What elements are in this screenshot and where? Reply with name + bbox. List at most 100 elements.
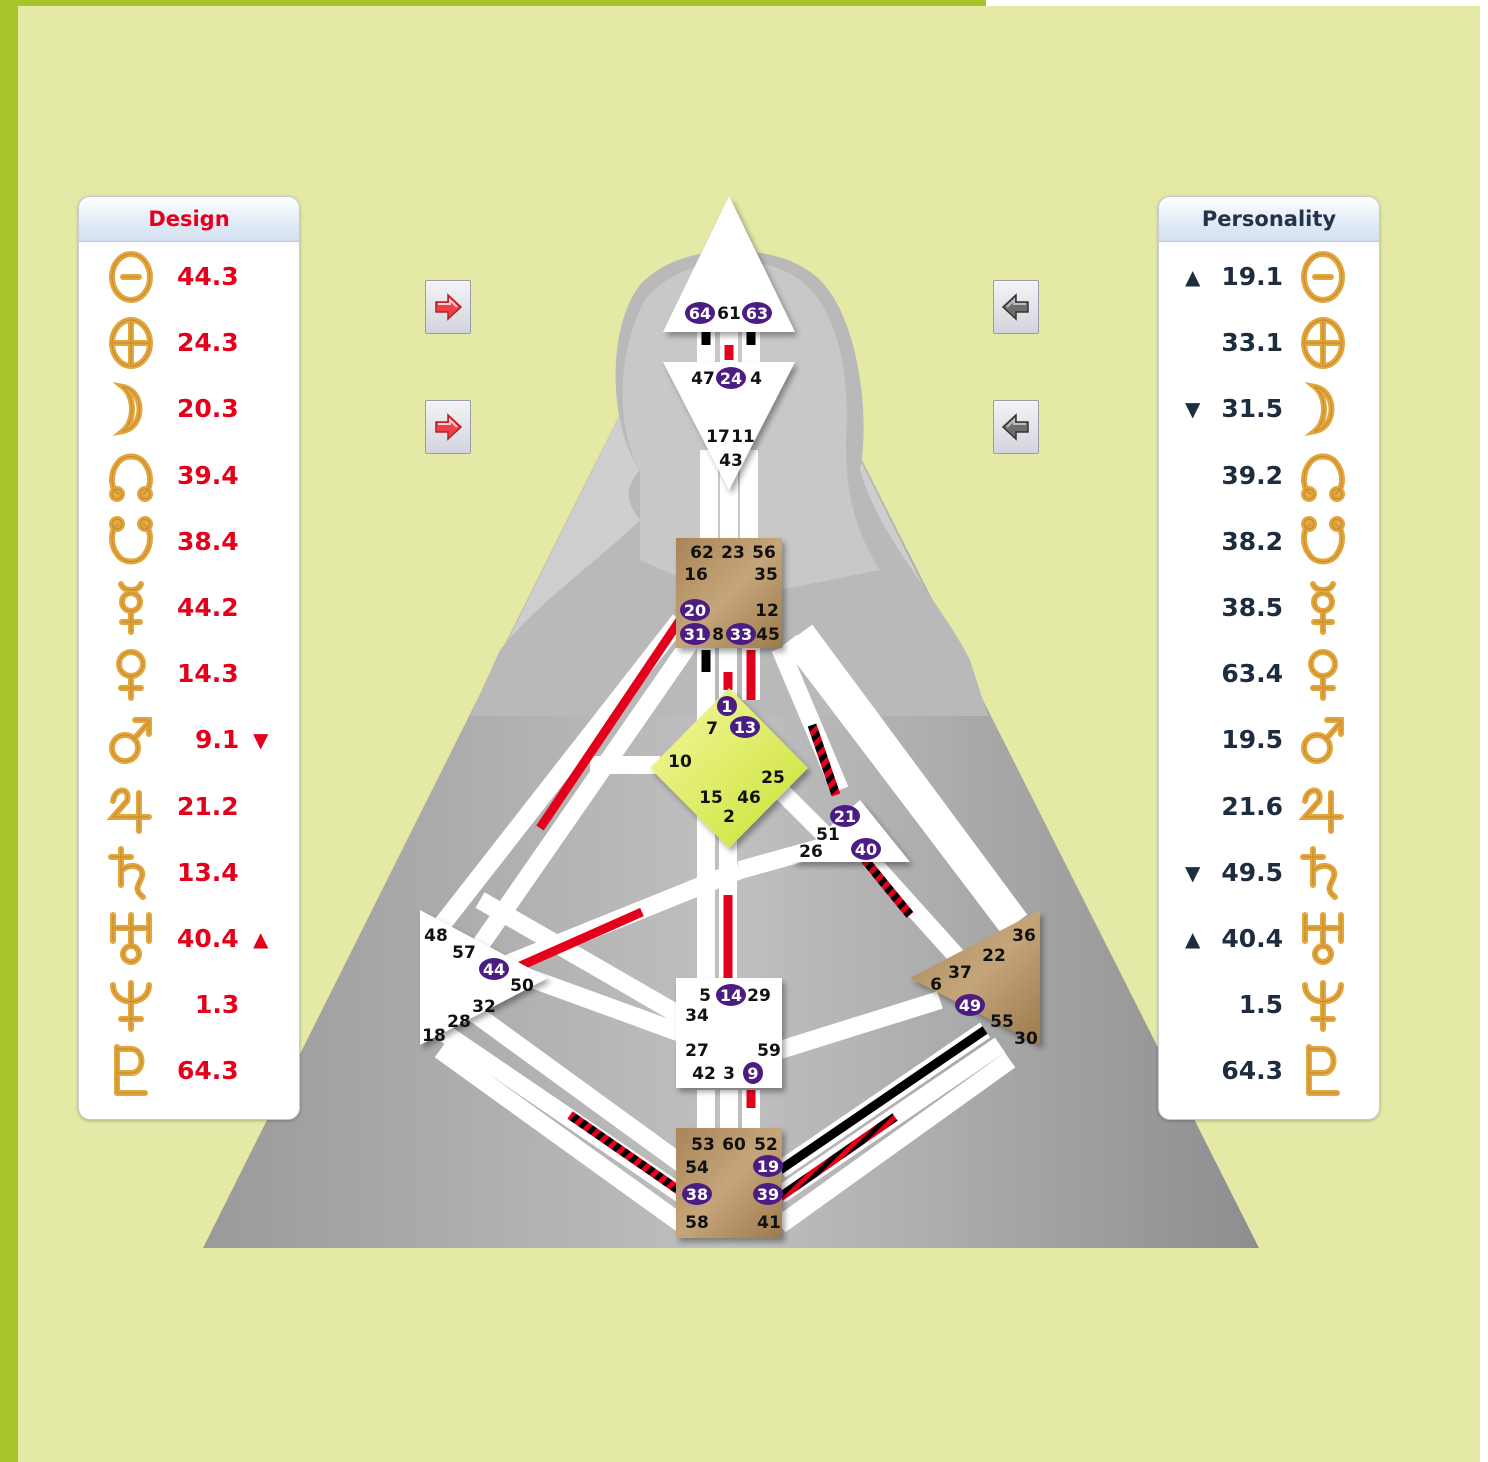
personality-row-mercury: 38.5 xyxy=(1159,580,1379,640)
gate-49: 49 xyxy=(955,994,985,1016)
pluto-icon xyxy=(105,1043,157,1099)
design-row-neptune: 1.3 xyxy=(79,977,299,1037)
gate-57: 57 xyxy=(452,943,476,963)
gate-29: 29 xyxy=(747,986,771,1006)
svg-text:64: 64 xyxy=(689,304,711,323)
personality-row-north-node: 39.2 xyxy=(1159,448,1379,508)
personality-row-jupiter: 21.6 xyxy=(1159,779,1379,839)
design-row-jupiter: 21.2 xyxy=(79,779,299,839)
design-gate-line-value: 21.2 xyxy=(177,792,239,822)
svg-text:63: 63 xyxy=(746,304,768,323)
svg-text:13: 13 xyxy=(734,718,756,737)
sun-icon xyxy=(105,249,157,305)
gate-27: 27 xyxy=(685,1041,709,1061)
design-panel-title: Design xyxy=(79,197,299,242)
personality-row-earth: 33.1 xyxy=(1159,315,1379,375)
mars-icon xyxy=(1297,712,1349,768)
gate-1: 1 xyxy=(717,696,737,716)
gate-16: 16 xyxy=(684,565,708,585)
mercury-icon xyxy=(1297,580,1349,636)
earth-icon xyxy=(105,315,157,371)
gate-53: 53 xyxy=(691,1135,715,1155)
gate-5: 5 xyxy=(699,986,711,1006)
design-row-sun: 44.3 xyxy=(79,249,299,309)
right-arrow-icon xyxy=(432,411,464,443)
svg-text:33: 33 xyxy=(730,625,752,644)
gate-34: 34 xyxy=(685,1006,709,1026)
design-next-button-top[interactable] xyxy=(425,280,471,334)
gate-15: 15 xyxy=(699,788,723,808)
svg-text:19: 19 xyxy=(757,1157,779,1176)
personality-fixing-arrow: ▲ xyxy=(1185,262,1200,292)
jupiter-icon xyxy=(105,779,157,835)
gate-11: 11 xyxy=(731,427,755,447)
gate-25: 25 xyxy=(761,768,785,788)
gate-60: 60 xyxy=(722,1135,746,1155)
personality-panel: Personality 19.1▲33.131.5▼39.238.238.563… xyxy=(1158,196,1380,1120)
design-row-mercury: 44.2 xyxy=(79,580,299,640)
personality-gate-line-value: 19.5 xyxy=(1221,725,1283,755)
svg-text:38: 38 xyxy=(686,1185,708,1204)
svg-text:39: 39 xyxy=(757,1185,779,1204)
design-gate-line-value: 20.3 xyxy=(177,394,239,424)
gate-56: 56 xyxy=(752,543,776,563)
gate-61: 61 xyxy=(717,304,741,324)
design-gate-line-value: 39.4 xyxy=(177,461,239,491)
design-gate-line-value: 40.4 xyxy=(177,924,239,954)
left-arrow-icon xyxy=(1000,411,1032,443)
gate-23: 23 xyxy=(721,543,745,563)
design-row-mars: 9.1▼ xyxy=(79,712,299,772)
gate-47: 47 xyxy=(691,369,715,389)
gate-18: 18 xyxy=(422,1026,446,1046)
gate-31: 31 xyxy=(680,623,710,645)
svg-text:24: 24 xyxy=(720,369,742,388)
gate-10: 10 xyxy=(668,752,692,772)
gate-55: 55 xyxy=(990,1012,1014,1032)
gate-36: 36 xyxy=(1012,926,1036,946)
neptune-icon xyxy=(1297,977,1349,1033)
gate-22: 22 xyxy=(982,946,1006,966)
gate-4: 4 xyxy=(750,369,762,389)
design-row-earth: 24.3 xyxy=(79,315,299,375)
design-row-uranus: 40.4▲ xyxy=(79,911,299,971)
design-fixing-arrow: ▼ xyxy=(253,725,268,755)
design-row-south-node: 38.4 xyxy=(79,514,299,574)
left-arrow-icon xyxy=(1000,291,1032,323)
personality-prev-button-top[interactable] xyxy=(993,280,1039,334)
north-node-icon xyxy=(105,448,157,504)
gate-12: 12 xyxy=(755,601,779,621)
design-row-moon: 20.3 xyxy=(79,381,299,441)
gate-43: 43 xyxy=(719,451,743,471)
personality-gate-line-value: 38.2 xyxy=(1221,527,1283,557)
gate-50: 50 xyxy=(510,976,534,996)
design-next-button-bottom[interactable] xyxy=(425,400,471,454)
personality-row-pluto: 64.3 xyxy=(1159,1043,1379,1103)
personality-gate-line-value: 38.5 xyxy=(1221,593,1283,623)
south-node-icon xyxy=(1297,514,1349,570)
gate-21: 21 xyxy=(830,805,860,827)
personality-prev-button-bottom[interactable] xyxy=(993,400,1039,454)
gate-38: 38 xyxy=(682,1183,712,1205)
svg-text:21: 21 xyxy=(834,807,856,826)
gate-48: 48 xyxy=(424,926,448,946)
personality-gate-line-value: 31.5 xyxy=(1221,394,1283,424)
personality-gate-line-value: 49.5 xyxy=(1221,858,1283,888)
gate-63: 63 xyxy=(742,302,772,324)
personality-gate-line-value: 64.3 xyxy=(1221,1056,1283,1086)
personality-row-venus: 63.4 xyxy=(1159,646,1379,706)
personality-fixing-arrow: ▼ xyxy=(1185,858,1200,888)
design-gate-line-value: 1.3 xyxy=(195,990,239,1020)
personality-row-mars: 19.5 xyxy=(1159,712,1379,772)
personality-gate-line-value: 21.6 xyxy=(1221,792,1283,822)
venus-icon xyxy=(1297,646,1349,702)
venus-icon xyxy=(105,646,157,702)
north-node-icon xyxy=(1297,448,1349,504)
design-gate-line-value: 13.4 xyxy=(177,858,239,888)
saturn-icon xyxy=(1297,845,1349,901)
gate-19: 19 xyxy=(753,1155,783,1177)
south-node-icon xyxy=(105,514,157,570)
personality-gate-line-value: 33.1 xyxy=(1221,328,1283,358)
gate-35: 35 xyxy=(754,565,778,585)
gate-52: 52 xyxy=(754,1135,778,1155)
